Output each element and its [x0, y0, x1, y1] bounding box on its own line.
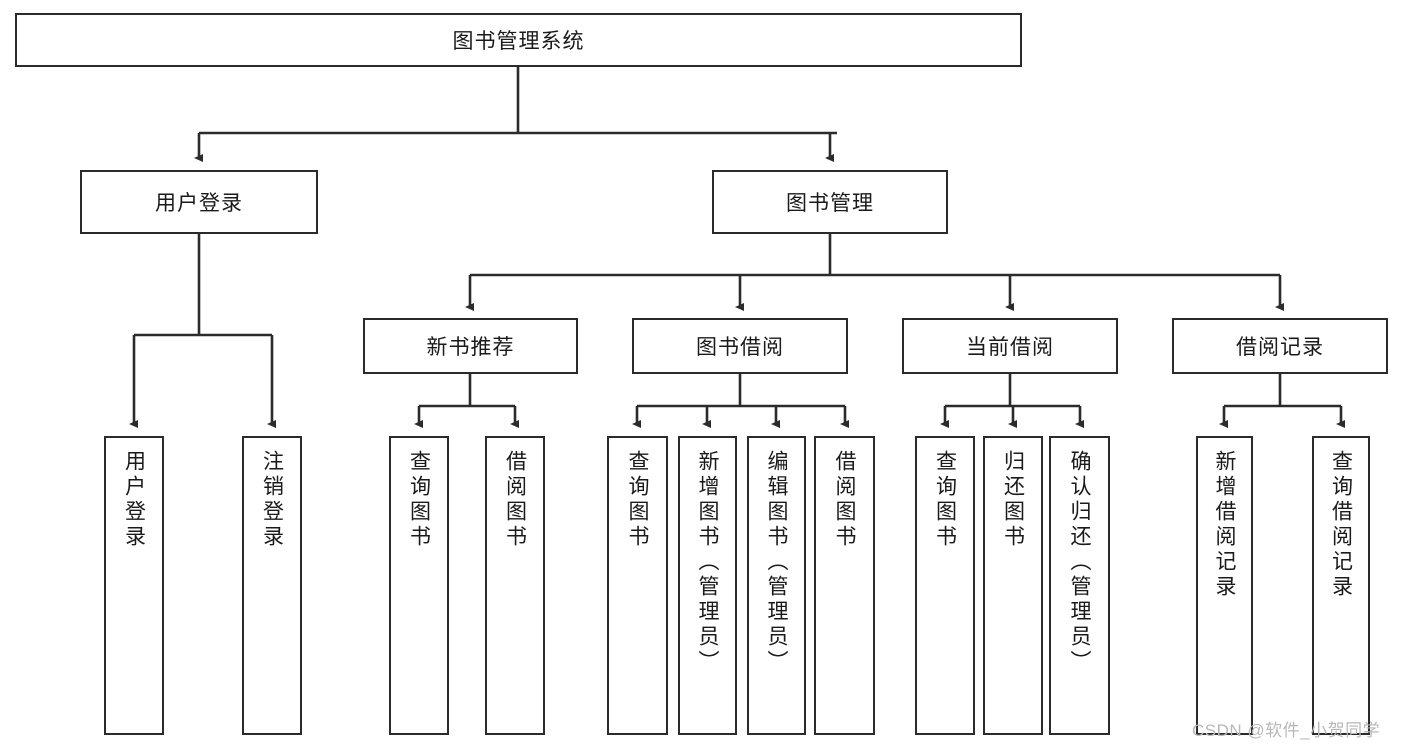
node-label: 新增图书（管理员）	[696, 450, 719, 675]
node-label: 归还图书	[1001, 450, 1025, 550]
leaf-query-book-recommend[interactable]: 查询图书	[389, 436, 449, 735]
node-label: 查询图书	[626, 450, 649, 550]
node-label: 借阅图书	[503, 450, 527, 550]
node-borrow-record[interactable]: 借阅记录	[1172, 318, 1388, 374]
node-label: 注销登录	[260, 450, 284, 550]
leaf-edit-book-admin[interactable]: 编辑图书（管理员）	[747, 436, 806, 735]
node-label: 确认归还（管理员）	[1068, 450, 1091, 675]
leaf-borrow-book-recommend[interactable]: 借阅图书	[485, 436, 545, 735]
node-book-management-system[interactable]: 图书管理系统	[15, 13, 1022, 67]
node-book-borrow[interactable]: 图书借阅	[632, 318, 848, 374]
leaf-confirm-return-admin[interactable]: 确认归还（管理员）	[1049, 436, 1110, 735]
node-label: 当前借阅	[966, 336, 1054, 359]
node-label: 新增借阅记录	[1213, 450, 1236, 600]
leaf-user-login[interactable]: 用户登录	[104, 436, 164, 735]
node-label: 图书借阅	[696, 336, 784, 359]
node-user-login[interactable]: 用户登录	[80, 170, 318, 234]
leaf-return-book[interactable]: 归还图书	[983, 436, 1043, 735]
node-label: 用户登录	[122, 450, 146, 550]
leaf-query-book-current[interactable]: 查询图书	[915, 436, 975, 735]
node-label: 借阅图书	[833, 450, 856, 550]
node-label: 用户登录	[155, 192, 243, 215]
node-label: 查询借阅记录	[1329, 450, 1353, 600]
watermark: CSDN @软件_小贺同学	[1192, 721, 1381, 740]
node-label: 新书推荐	[426, 336, 515, 359]
node-label: 借阅记录	[1236, 336, 1324, 359]
node-current-borrow[interactable]: 当前借阅	[902, 318, 1118, 374]
node-label: 查询图书	[407, 450, 431, 550]
node-new-book-recommend[interactable]: 新书推荐	[363, 318, 578, 374]
node-label: 编辑图书（管理员）	[765, 450, 788, 675]
node-label: 查询图书	[933, 450, 957, 550]
leaf-add-book-admin[interactable]: 新增图书（管理员）	[678, 436, 737, 735]
node-label: 图书管理系统	[452, 30, 585, 53]
leaf-add-borrow-record[interactable]: 新增借阅记录	[1196, 436, 1253, 735]
leaf-logout[interactable]: 注销登录	[242, 436, 302, 735]
leaf-query-book-borrow[interactable]: 查询图书	[607, 436, 668, 735]
leaf-borrow-book[interactable]: 借阅图书	[814, 436, 875, 735]
leaf-query-borrow-record[interactable]: 查询借阅记录	[1312, 436, 1370, 735]
node-label: 图书管理	[786, 192, 874, 215]
node-book-manage[interactable]: 图书管理	[712, 170, 948, 234]
